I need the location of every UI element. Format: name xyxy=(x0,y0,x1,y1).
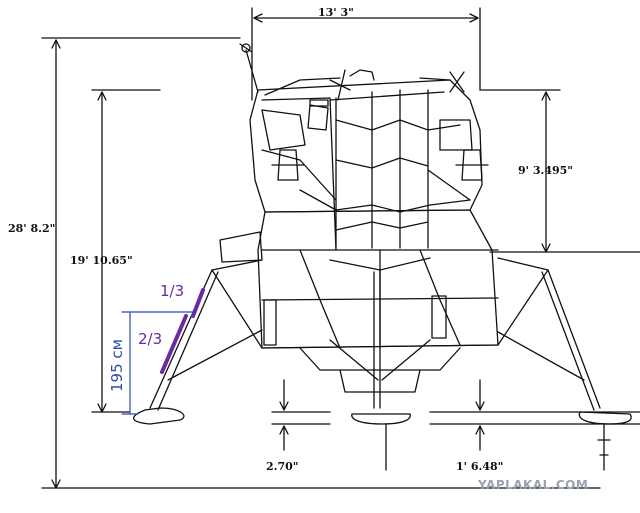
ladder-height-marker xyxy=(121,311,196,415)
landing-gear xyxy=(132,257,632,471)
descent-height-label: 19' 10.65" xyxy=(70,254,133,267)
upper-fraction-label: 1/3 xyxy=(160,282,184,300)
watermark-text: YAPLAKAL.COM xyxy=(477,478,588,492)
dimension-lines xyxy=(41,7,640,489)
ascent-height-label: 9' 3.495" xyxy=(518,164,573,177)
overall-height-label: 28' 8.2" xyxy=(8,222,55,235)
lower-fraction-label: 2/3 xyxy=(138,330,162,348)
ladder-highlight xyxy=(160,288,205,374)
pad-depth-label: 2.70" xyxy=(266,460,299,473)
ascent-stage xyxy=(239,43,489,251)
top-width-label: 13' 3" xyxy=(318,6,354,19)
probe-length-label: 1' 6.48" xyxy=(456,460,503,473)
ladder-height-label: 195 см xyxy=(108,339,126,392)
